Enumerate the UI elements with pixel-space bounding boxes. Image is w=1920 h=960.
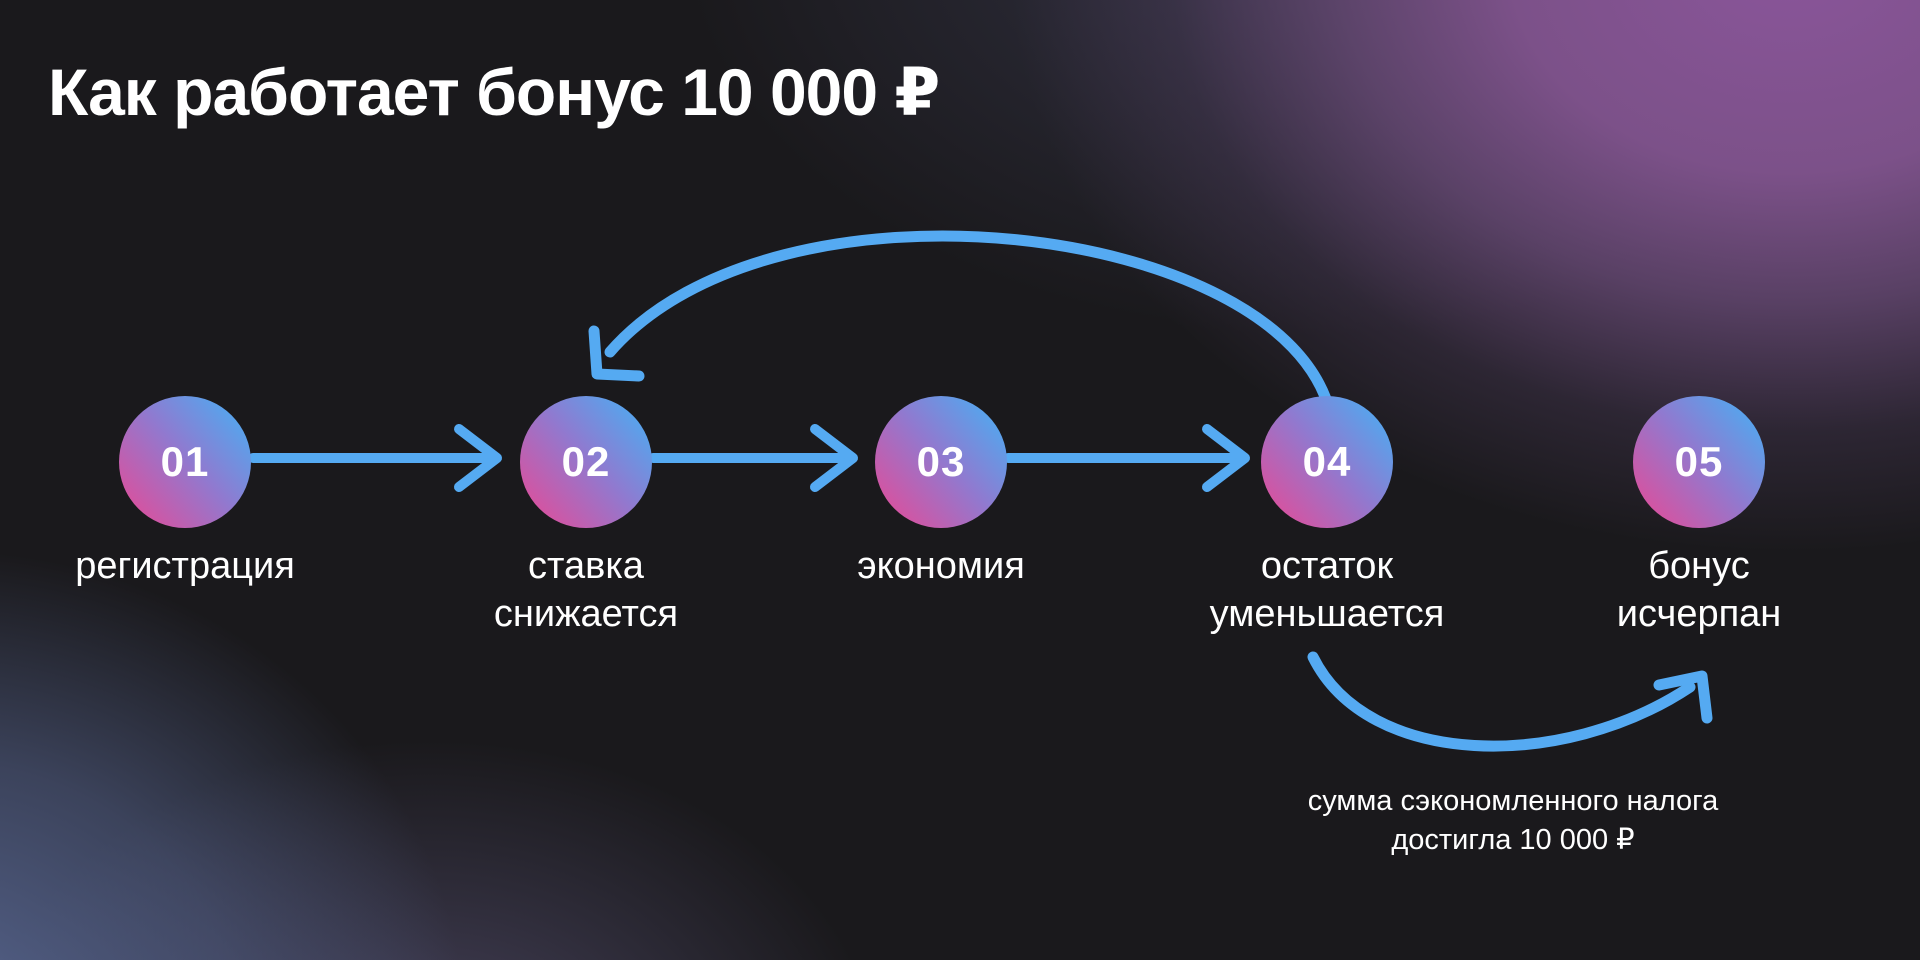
step-savings: 03 экономия — [771, 396, 1111, 590]
page-title: Как работает бонус 10 000 ₽ — [48, 55, 940, 129]
arrow-head-icon — [454, 424, 502, 492]
arrow-head-icon — [1202, 424, 1250, 492]
step-balance-decreases: 04 остаток уменьшается — [1157, 396, 1497, 638]
loop-arc — [604, 230, 1336, 418]
step-bonus-exhausted: 05 бонус исчерпан — [1529, 396, 1869, 638]
arrow-head-icon — [810, 424, 858, 492]
arrow-step3-to-step4 — [1003, 424, 1250, 492]
step-label: ставка снижается — [493, 545, 679, 635]
step-number: 02 — [561, 438, 611, 485]
step-number: 04 — [1302, 438, 1352, 485]
arrow-head-icon — [588, 325, 645, 382]
loop-arrow-step4-to-step2 — [588, 230, 1336, 418]
step-label: бонус исчерпан — [1616, 545, 1782, 635]
step-number: 03 — [916, 438, 966, 485]
arrow-head-icon — [1653, 670, 1713, 724]
step-label: экономия — [857, 545, 1025, 587]
curve-arc — [1307, 651, 1696, 752]
arrow-step2-to-step3 — [648, 424, 858, 492]
step-number: 05 — [1674, 438, 1724, 485]
arrow-step1-to-step2 — [248, 424, 502, 492]
step-registration: 01 регистрация — [15, 396, 355, 590]
step-circle: 01 — [119, 396, 251, 528]
step-circle: 02 — [520, 396, 652, 528]
step-label: регистрация — [75, 545, 295, 587]
step-circle: 05 — [1633, 396, 1765, 528]
step-circle: 04 — [1261, 396, 1393, 528]
step-rate-decreases: 02 ставка снижается — [416, 396, 756, 638]
step-label: остаток уменьшается — [1209, 545, 1445, 635]
curve-arrow-step4-to-step5 — [1307, 651, 1713, 752]
step-circle: 03 — [875, 396, 1007, 528]
step-number: 01 — [160, 438, 210, 485]
loop-annotation: сумма сэкономленного налога достигла 10 … — [1307, 785, 1719, 856]
